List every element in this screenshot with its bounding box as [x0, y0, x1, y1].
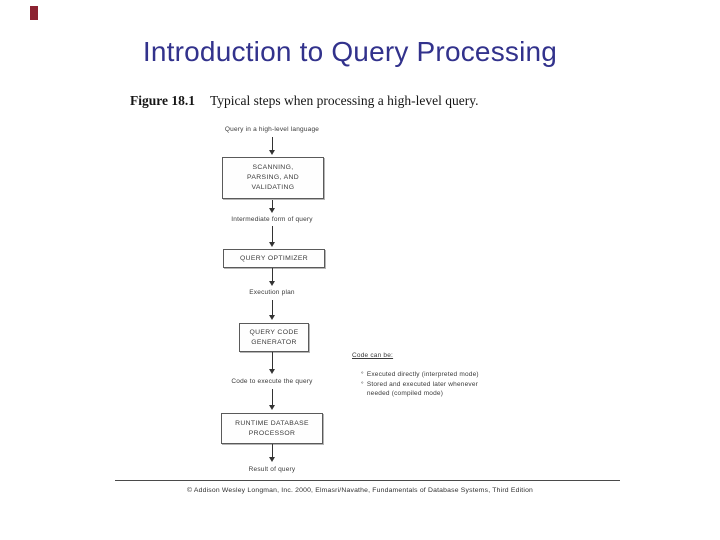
bullet-text: Stored and executed later whenever neede… — [366, 380, 479, 397]
bullet-icon: ° — [361, 380, 364, 388]
slide-accent-mark — [30, 6, 38, 20]
flow-arrow-3 — [269, 226, 276, 247]
flow-arrow-1 — [269, 137, 276, 155]
figure-caption: Figure 18.1 Typical steps when processing… — [130, 93, 690, 109]
annotation-bullet-list: ° Executed directly (interpreted mode) °… — [361, 371, 511, 399]
flow-label-intermediate-form: Intermediate form of query — [231, 216, 313, 223]
flow-label-result-of-query: Result of query — [248, 466, 296, 473]
flow-arrow-6 — [269, 352, 276, 374]
flow-arrow-5 — [269, 300, 276, 320]
flow-arrow-4 — [269, 268, 276, 286]
flow-arrow-2 — [269, 200, 276, 213]
flow-box-query-code-generator: QUERY CODE GENERATOR — [239, 323, 309, 352]
flow-label-query-input: Query in a high-level language — [224, 126, 320, 133]
footer-divider — [115, 480, 620, 481]
figure-caption-text: Typical steps when processing a high-lev… — [210, 93, 479, 108]
flow-box-scanning-parsing-validating: SCANNING, PARSING, AND VALIDATING — [222, 157, 324, 199]
flow-box-query-optimizer: QUERY OPTIMIZER — [223, 249, 325, 268]
flow-label-execution-plan: Execution plan — [249, 289, 295, 296]
flow-label-code-to-execute: Code to execute the query — [231, 378, 313, 385]
flow-arrow-7 — [269, 389, 276, 410]
page-title: Introduction to Query Processing — [142, 36, 558, 67]
list-item: ° Executed directly (interpreted mode) — [361, 371, 511, 380]
bullet-text: Executed directly (interpreted mode) — [366, 371, 479, 378]
figure-label: Figure 18.1 — [130, 93, 195, 108]
flow-box-runtime-database-processor: RUNTIME DATABASE PROCESSOR — [221, 413, 323, 444]
bullet-icon: ° — [361, 371, 364, 378]
annotation-heading: Code can be: — [352, 352, 394, 359]
copyright-text: © Addison Wesley Longman, Inc. 2000, Elm… — [186, 487, 534, 494]
list-item: ° Stored and executed later whenever nee… — [361, 381, 511, 399]
flow-arrow-8 — [269, 444, 276, 462]
